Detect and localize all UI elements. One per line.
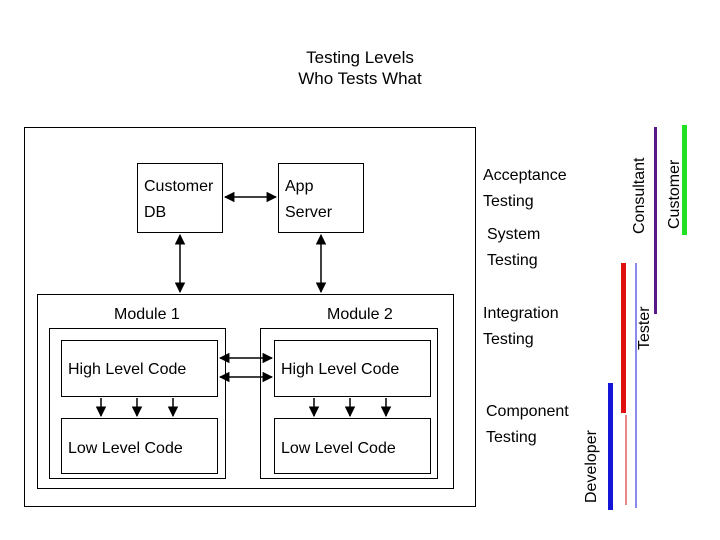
app-server-box: App Server: [278, 163, 364, 233]
tester-label: Tester: [636, 306, 653, 350]
system-testing-label-1: System: [487, 226, 541, 243]
integration-testing-label-2: Testing: [483, 331, 534, 348]
customer-db-box: Customer DB: [137, 163, 223, 233]
diagram-title-line1: Testing Levels: [306, 48, 414, 67]
consultant-bar: [654, 127, 657, 314]
acceptance-testing-label-2: Testing: [483, 193, 534, 210]
customer-label: Customer: [666, 159, 683, 229]
low-level-code-box-1: Low Level Code: [61, 418, 218, 474]
customer-db-label-2: DB: [144, 204, 167, 221]
low-level-code-label-1: Low Level Code: [68, 440, 183, 457]
system-testing-label-2: Testing: [487, 252, 538, 269]
module1-label: Module 1: [114, 306, 180, 323]
low-level-code-box-2: Low Level Code: [274, 418, 431, 474]
high-level-code-label-1: High Level Code: [68, 361, 187, 378]
high-level-code-box-1: High Level Code: [61, 340, 218, 397]
high-level-code-label-2: High Level Code: [281, 361, 400, 378]
customer-db-label-1: Customer: [144, 178, 214, 195]
consultant-label: Consultant: [631, 157, 648, 235]
app-server-label-1: App: [285, 178, 314, 195]
component-testing-label-2: Testing: [486, 429, 537, 446]
app-server-label-2: Server: [285, 204, 333, 221]
high-level-code-box-2: High Level Code: [274, 340, 431, 397]
module2-label: Module 2: [327, 306, 393, 323]
acceptance-testing-label-1: Acceptance: [483, 167, 567, 184]
component-testing-label-1: Component: [486, 403, 569, 420]
customer-bar: [682, 125, 687, 235]
low-level-code-label-2: Low Level Code: [281, 440, 396, 457]
diagram-title-line2: Who Tests What: [298, 69, 422, 88]
tester-bar: [621, 263, 626, 413]
integration-testing-label-1: Integration: [483, 305, 559, 322]
developer-label: Developer: [583, 430, 600, 503]
developer-bar: [608, 383, 613, 510]
